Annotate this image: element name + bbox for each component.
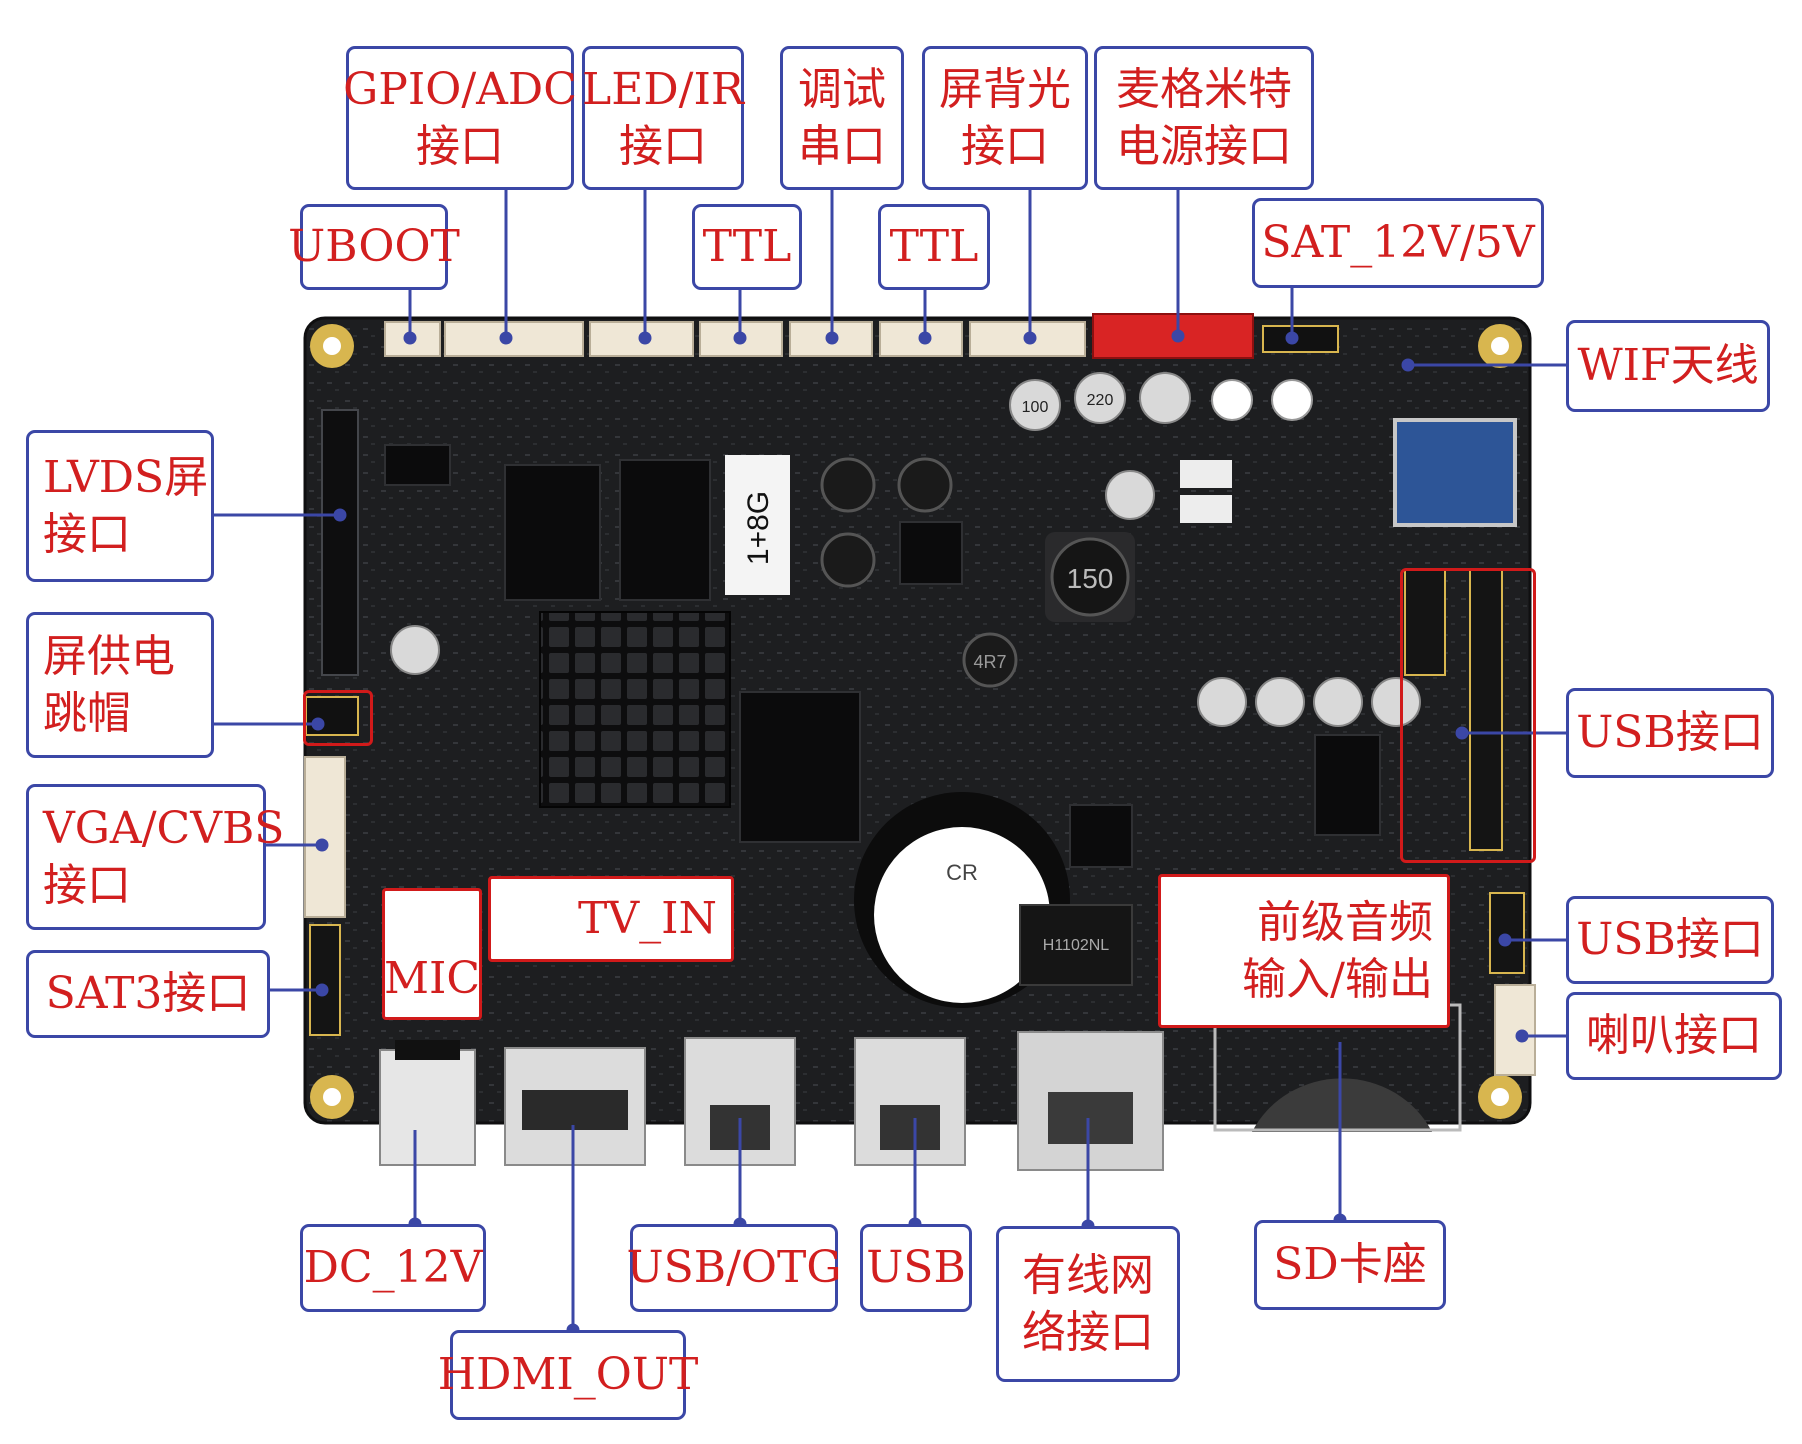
leader-dot-usb-right-1 bbox=[1455, 726, 1469, 740]
sd-slot bbox=[1252, 1078, 1432, 1132]
label-ethernet: 有线网络接口 bbox=[996, 1226, 1180, 1382]
capacitors: 100 220 bbox=[390, 372, 1421, 727]
label-sat3: SAT3接口 bbox=[26, 950, 270, 1038]
heatsink bbox=[539, 611, 731, 808]
label-usb-right-1: USB接口 bbox=[1566, 688, 1774, 778]
label-usb-bottom: USB bbox=[860, 1224, 972, 1312]
label-dc-12v: DC_12V bbox=[300, 1224, 486, 1312]
label-uboot: UBOOT bbox=[288, 204, 460, 290]
bottom-ports bbox=[379, 1031, 1164, 1171]
leader-dot-screen-power-jumper bbox=[311, 717, 325, 731]
chips bbox=[384, 444, 1381, 868]
memory-sticker bbox=[725, 455, 790, 595]
label-tv-in: TV_IN bbox=[488, 876, 734, 962]
magnetics bbox=[1019, 904, 1133, 986]
label-sat-12v-5v: SAT_12V/5V bbox=[1252, 198, 1544, 288]
svg-text:150: 150 bbox=[1067, 563, 1114, 594]
leader-dot-led-ir bbox=[638, 331, 652, 345]
label-ttl-left: TTL bbox=[692, 204, 802, 290]
label-screen-power-jumper: 屏供电跳帽 bbox=[26, 612, 214, 758]
vga-connector bbox=[304, 756, 346, 918]
leader-dot-gpio-adc bbox=[499, 331, 513, 345]
leader-dot-debug-serial bbox=[825, 331, 839, 345]
highlight-usb-right bbox=[1400, 568, 1536, 863]
svg-text:H1102NL: H1102NL bbox=[1043, 937, 1110, 954]
coin-cell bbox=[874, 827, 1050, 1003]
label-wifi-antenna: WIF天线 bbox=[1566, 320, 1770, 412]
label-speaker: 喇叭接口 bbox=[1566, 992, 1782, 1080]
svg-text:100: 100 bbox=[1022, 399, 1049, 416]
svg-text:220: 220 bbox=[1087, 392, 1114, 409]
leader-dot-backlight bbox=[1023, 331, 1037, 345]
leader-dot-wifi-antenna bbox=[1401, 358, 1415, 372]
leader-dot-ttl-left bbox=[733, 331, 747, 345]
label-mic-power: 麦格米特电源接口 bbox=[1094, 46, 1314, 190]
label-sd-slot: SD卡座 bbox=[1254, 1220, 1446, 1310]
usb-right-header-2 bbox=[1489, 892, 1525, 974]
leader-dot-vga-cvbs bbox=[315, 838, 329, 852]
label-usb-otg: USB/OTG bbox=[627, 1224, 841, 1312]
leader-dot-mic-power bbox=[1171, 329, 1185, 343]
leader-dot-speaker bbox=[1515, 1029, 1529, 1043]
leader-dot-sat3 bbox=[315, 983, 329, 997]
label-debug-serial: 调试串口 bbox=[780, 46, 904, 190]
memory-label: 1+8G bbox=[742, 491, 775, 565]
label-ttl-right: TTL bbox=[878, 204, 990, 290]
lvds-header bbox=[321, 409, 359, 676]
inductors: 150 4R7 bbox=[820, 457, 1135, 688]
leader-dot-uboot bbox=[403, 331, 417, 345]
leader-dot-lvds bbox=[333, 508, 347, 522]
highlight-lvds-jumper bbox=[303, 690, 373, 746]
leader-dot-ttl-right bbox=[918, 331, 932, 345]
label-lvds: LVDS屏接口 bbox=[26, 430, 214, 582]
leader-dot-sat-12v-5v bbox=[1285, 331, 1299, 345]
label-mic: MIC bbox=[382, 888, 482, 1020]
label-hdmi-out: HDMI_OUT bbox=[438, 1330, 698, 1420]
label-usb-right-2: USB接口 bbox=[1566, 896, 1774, 984]
wifi-module bbox=[1393, 418, 1517, 527]
leader-dot-usb-right-2 bbox=[1498, 933, 1512, 947]
svg-text:CR: CR bbox=[946, 860, 978, 885]
label-backlight: 屏背光接口 bbox=[922, 46, 1088, 190]
label-audio-io: 前级音频输入/输出 bbox=[1158, 874, 1450, 1028]
speaker-connector bbox=[1494, 984, 1536, 1076]
svg-text:4R7: 4R7 bbox=[973, 652, 1006, 672]
